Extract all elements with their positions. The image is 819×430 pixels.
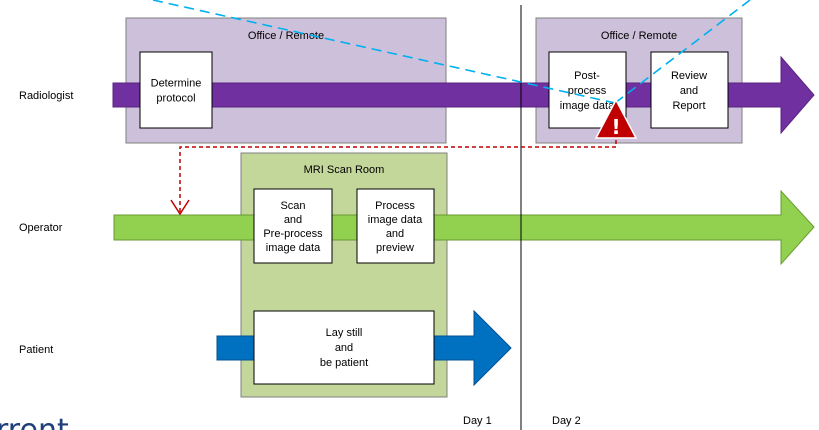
step-lay-still: Lay still and be patient bbox=[320, 327, 368, 369]
step-label-line: and bbox=[284, 214, 302, 226]
step-determine-protocol: Determine protocol bbox=[151, 78, 202, 105]
feedback-dashed-path bbox=[179, 140, 617, 212]
step-determine-protocol-box bbox=[139, 51, 213, 129]
step-label-line: and bbox=[335, 342, 353, 354]
step-label-line: Process bbox=[375, 200, 415, 212]
office-zone-day2-title: Office / Remote bbox=[601, 30, 677, 42]
feedback-arrowhead bbox=[170, 199, 190, 216]
step-label-line: image data bbox=[560, 100, 615, 112]
step-label-line: image data bbox=[266, 242, 321, 254]
step-review-report-box bbox=[650, 51, 729, 129]
step-label-line: image data bbox=[368, 214, 423, 226]
step-label-line: Post- bbox=[574, 70, 600, 82]
lane-label-radiologist: Radiologist bbox=[19, 90, 73, 102]
warning-symbol: ! bbox=[611, 115, 620, 139]
scan-room-title: MRI Scan Room bbox=[304, 164, 385, 176]
operator-lane-arrow bbox=[113, 189, 815, 266]
step-post-process: Post-process image data bbox=[560, 70, 615, 112]
step-label-line: Report bbox=[672, 100, 705, 112]
day2-label: Day 2 bbox=[552, 415, 581, 427]
day1-label: Day 1 bbox=[463, 415, 492, 427]
step-label-line: Review bbox=[671, 70, 707, 82]
step-label-line: and bbox=[386, 228, 404, 240]
step-scan-preprocess-box bbox=[253, 188, 333, 264]
step-process-preview: Process image data and preview bbox=[368, 200, 423, 254]
step-label-line: Determine bbox=[151, 78, 202, 90]
step-label-line: Pre-process bbox=[263, 228, 323, 240]
step-label-line: Lay still bbox=[326, 327, 363, 339]
step-label-line: and bbox=[680, 85, 698, 97]
lane-label-patient: Patient bbox=[19, 344, 53, 356]
radiologist-lane-arrow bbox=[112, 55, 815, 135]
step-label-line: preview bbox=[376, 242, 414, 254]
dashed-overlay-line-right bbox=[614, 0, 751, 104]
footer-title-fragment: rrent bbox=[0, 413, 69, 430]
step-label-line: Scan bbox=[280, 200, 305, 212]
warning-triangle-icon: ! bbox=[594, 98, 638, 139]
step-label-line: be patient bbox=[320, 357, 368, 369]
step-process-preview-box bbox=[356, 188, 435, 264]
lane-label-operator: Operator bbox=[19, 222, 63, 234]
step-label-line: protocol bbox=[156, 93, 195, 105]
office-zone-day1-title: Office / Remote bbox=[248, 30, 324, 42]
step-lay-still-box bbox=[253, 310, 435, 385]
step-label-line: process bbox=[568, 85, 607, 97]
